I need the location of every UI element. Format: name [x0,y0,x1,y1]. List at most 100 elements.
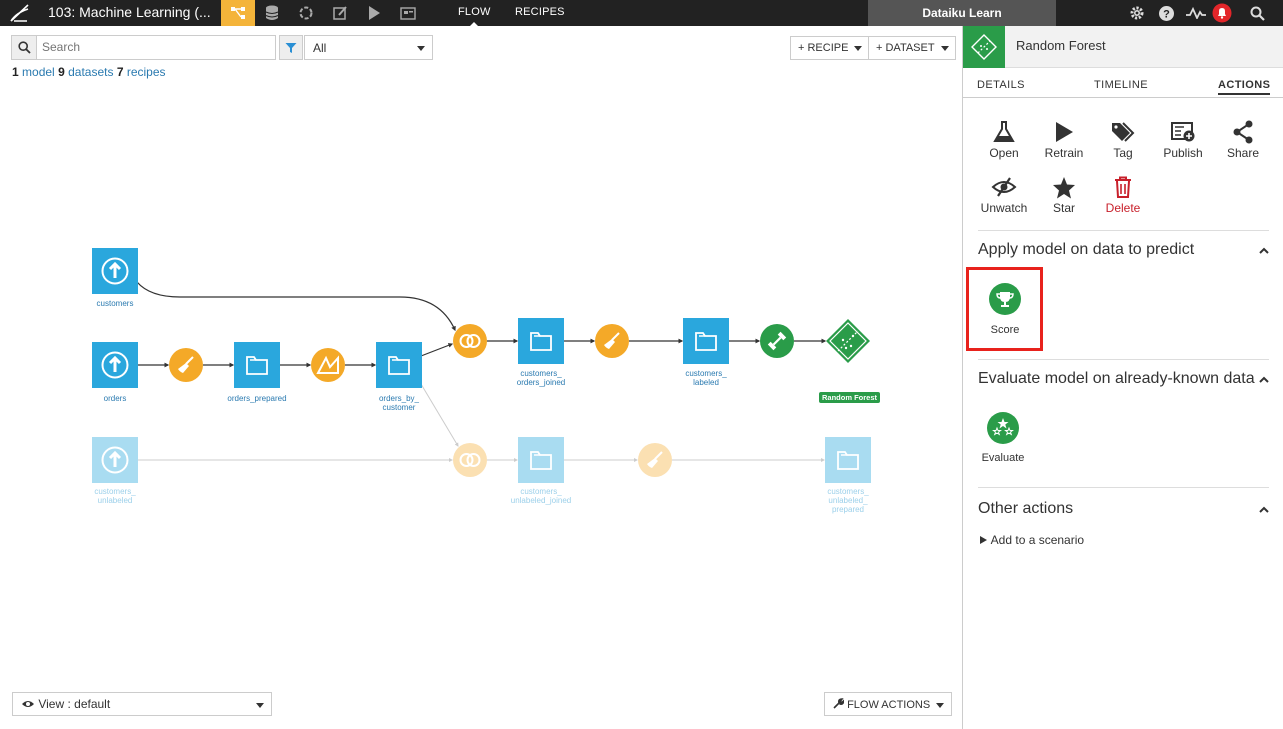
model-random-forest[interactable] [825,318,871,364]
lab-icon[interactable] [289,0,323,26]
flask-icon [993,121,1015,142]
chevron-down-icon [936,703,944,708]
notebook-edit-icon[interactable] [323,0,357,26]
prepare-recipe-broom-icon[interactable] [638,443,672,477]
flow-icon[interactable] [221,0,255,26]
publish-label: Publish [1163,146,1203,160]
tab-recipes[interactable]: RECIPES [515,6,565,18]
eye-icon [22,701,34,707]
add-recipe-label: + RECIPE [798,42,849,54]
filter-select[interactable]: All [304,35,433,60]
chevron-up-icon[interactable] [1259,247,1269,255]
upload-icon [101,446,129,474]
score-highlight-box[interactable]: Score [966,267,1043,351]
divider [978,359,1269,360]
prepare-recipe-broom-icon[interactable] [595,324,629,358]
search-input[interactable] [42,40,272,54]
model-diamond-icon [826,319,870,363]
delete-button[interactable]: Delete [1093,173,1153,215]
delete-label: Delete [1105,201,1141,215]
star-icon [1053,176,1075,198]
dataset-orders-by-customer[interactable] [376,342,422,388]
flow-actions-button[interactable]: FLOW ACTIONS [824,692,952,716]
dataset-orders[interactable] [92,342,138,388]
view-select[interactable]: View : default [12,692,272,716]
chevron-down-icon [940,46,949,51]
filter-select-value: All [313,41,327,55]
share-icon [1233,120,1253,144]
retrain-label: Retrain [1044,146,1084,160]
wrench-icon [833,698,845,709]
dataset-customers-labeled[interactable] [683,318,729,364]
model-label: Random Forest [819,392,881,403]
section-apply-title[interactable]: Apply model on data to predict [978,241,1195,258]
datasets-icon[interactable] [255,0,289,26]
evaluate-stars-icon[interactable] [987,412,1019,444]
help-icon[interactable]: ? [1156,3,1176,23]
flow-canvas[interactable]: All 1 model 9 datasets 7 recipes + RECIP… [0,26,962,729]
trophy-icon[interactable] [989,283,1021,315]
add-to-scenario-link[interactable]: Add to a scenario [979,533,1084,547]
add-recipe-button[interactable]: + RECIPE [790,36,870,60]
tab-timeline[interactable]: TIMELINE [1094,79,1148,91]
join-recipe-icon[interactable] [453,443,487,477]
search-icon[interactable] [1247,3,1267,23]
dataset-label: orders_by_ customer [378,394,420,412]
join-recipe-icon[interactable] [453,324,487,358]
top-navigation-bar: 103: Machine Learning (... FLOW RECIPES … [0,0,1283,27]
dataset-customers-unlabeled-joined[interactable] [518,437,564,483]
retrain-button[interactable]: Retrain [1034,118,1094,160]
add-dataset-button[interactable]: + DATASET [868,36,956,60]
tags-icon [1112,122,1135,142]
dataset-customers-unlabeled-prepared[interactable] [825,437,871,483]
notifications-bell-icon[interactable] [1212,3,1232,23]
section-other-title[interactable]: Other actions [978,500,1074,517]
dataset-label: customers_ orders_joined [516,369,566,387]
tab-actions[interactable]: ACTIONS [1218,79,1271,95]
tab-details[interactable]: DETAILS [977,79,1025,91]
folder-icon [530,451,552,470]
filter-funnel-icon[interactable] [279,35,303,60]
caret-right-icon [980,536,987,544]
view-select-label: View : default [38,697,111,711]
star-button[interactable]: Star [1034,173,1094,215]
dataset-customers[interactable] [92,248,138,294]
recipes-link[interactable]: recipes [126,65,166,79]
chevron-up-icon[interactable] [1259,376,1269,384]
share-button[interactable]: Share [1213,118,1273,160]
model-diamond-icon [963,26,1005,68]
divider [978,230,1269,231]
publish-button[interactable]: Publish [1153,118,1213,160]
unwatch-button[interactable]: Unwatch [974,173,1034,215]
models-link[interactable]: model [22,65,55,79]
search-icon[interactable] [12,36,37,59]
flow-counts: 1 model 9 datasets 7 recipes [12,65,166,79]
dashboard-icon[interactable] [391,0,425,26]
jobs-play-icon[interactable] [357,0,391,26]
dataset-label: customers_ labeled [685,369,727,387]
tag-button[interactable]: Tag [1093,118,1153,160]
dataiku-logo-icon[interactable] [8,3,34,23]
tab-flow[interactable]: FLOW [458,6,491,27]
settings-gear-icon[interactable] [1127,3,1147,23]
train-recipe-dumbbell-icon[interactable] [760,324,794,358]
add-dataset-label: + DATASET [876,42,935,54]
datasets-link[interactable]: datasets [68,65,114,79]
dataset-label: customers_ unlabeled_ prepared [827,487,869,514]
group-recipe-icon[interactable] [311,348,345,382]
section-evaluate-title[interactable]: Evaluate model on already-known data [978,370,1255,387]
tag-label: Tag [1113,146,1133,160]
dataset-orders-prepared[interactable] [234,342,280,388]
project-title[interactable]: 103: Machine Learning (... [48,4,211,20]
workspace-name[interactable]: Dataiku Learn [868,0,1056,26]
dataset-customers-unlabeled[interactable] [92,437,138,483]
open-button[interactable]: Open [974,118,1034,160]
chevron-up-icon[interactable] [1259,506,1269,514]
star-label: Star [1052,201,1075,215]
dataset-customers-orders-joined[interactable] [518,318,564,364]
folder-icon [530,332,552,351]
activity-pulse-icon[interactable] [1184,3,1208,23]
dataset-label: customers [96,299,134,308]
chevron-down-icon [256,703,264,708]
prepare-recipe-broom-icon[interactable] [169,348,203,382]
